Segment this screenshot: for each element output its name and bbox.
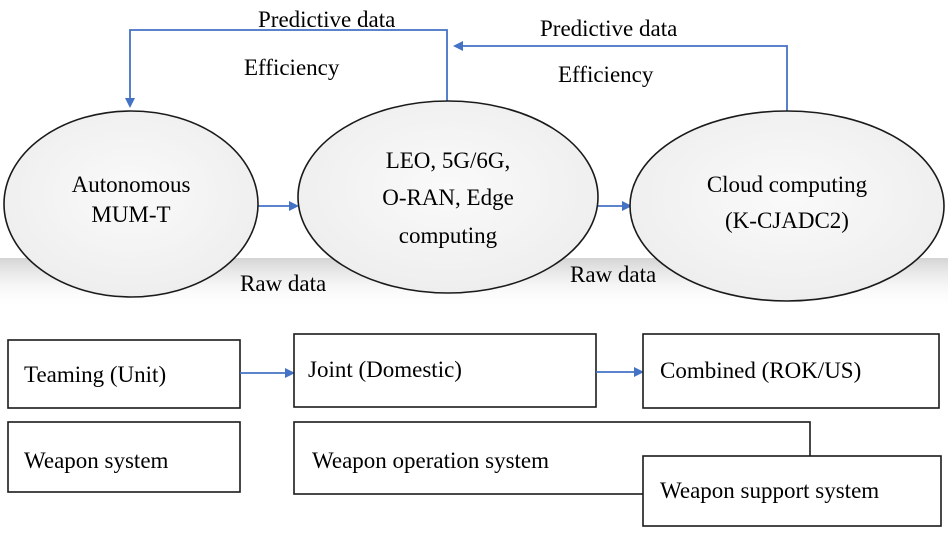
label-predictive-data-right: Predictive data — [540, 16, 677, 41]
node-autonomous-mum-t: Autonomous MUM-T — [3, 110, 259, 298]
node-network-line3: computing — [399, 223, 498, 248]
node-cloud-line2: (K-CJADC2) — [725, 208, 849, 233]
node-autonomous-line1: Autonomous — [72, 172, 191, 197]
label-efficiency-right: Efficiency — [558, 62, 654, 87]
box-weapon-support-label: Weapon support system — [660, 478, 879, 503]
box-teaming-label: Teaming (Unit) — [24, 362, 166, 387]
label-predictive-data-left: Predictive data — [258, 7, 395, 32]
box-weapon-system-label: Weapon system — [24, 448, 169, 473]
node-network: LEO, 5G/6G, O-RAN, Edge computing — [297, 100, 599, 294]
box-joint-label: Joint (Domestic) — [308, 357, 462, 382]
label-efficiency-left: Efficiency — [244, 55, 340, 80]
label-raw-data-left: Raw data — [240, 271, 326, 296]
feedback-arrow-left — [125, 29, 448, 112]
node-network-line2: O-RAN, Edge — [382, 185, 514, 210]
node-network-line1: LEO, 5G/6G, — [386, 148, 511, 173]
feedback-arrow-right — [453, 41, 788, 112]
label-raw-data-right: Raw data — [570, 262, 656, 287]
box-weapon-operation-label: Weapon operation system — [312, 448, 549, 473]
box-weapon-system: Weapon system — [7, 421, 241, 493]
node-autonomous-line2: MUM-T — [91, 202, 170, 227]
node-cloud-line1: Cloud computing — [707, 172, 868, 197]
box-combined-rok-us: Combined (ROK/US) — [642, 333, 940, 409]
box-teaming-unit: Teaming (Unit) — [7, 339, 241, 409]
box-combined-label: Combined (ROK/US) — [660, 358, 861, 383]
node-cloud-computing: Cloud computing (K-CJADC2) — [629, 110, 945, 302]
box-joint-domestic: Joint (Domestic) — [293, 333, 597, 408]
box-weapon-support-system: Weapon support system — [642, 455, 942, 527]
